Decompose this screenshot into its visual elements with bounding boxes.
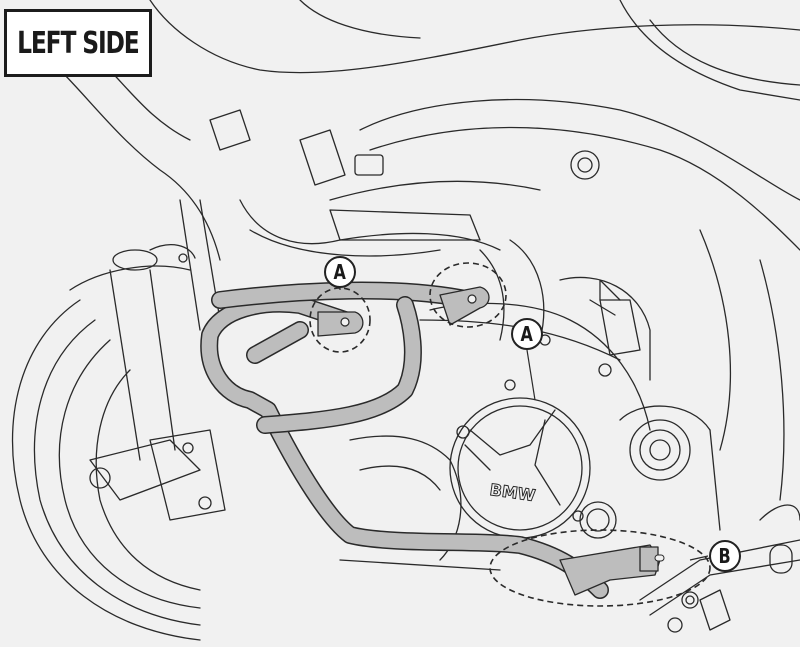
- callout-b-label: B: [718, 544, 732, 568]
- detail-circle-b: [489, 529, 711, 607]
- side-label-text: LEFT SIDE: [17, 25, 140, 61]
- callout-a-upper-label: A: [333, 260, 347, 284]
- crash-bar: [200, 281, 665, 599]
- callout-a-right: A: [511, 318, 543, 350]
- engine-logo: BMW: [489, 480, 537, 505]
- callout-a-right-label: A: [520, 322, 534, 346]
- front-wheel: [11, 244, 226, 641]
- footpeg-assembly: [639, 504, 800, 633]
- detail-circle-a2: [429, 262, 507, 328]
- frame-outline: [179, 199, 621, 361]
- side-label: LEFT SIDE: [4, 9, 152, 77]
- callout-b: B: [709, 540, 741, 572]
- callout-a-upper: A: [324, 256, 356, 288]
